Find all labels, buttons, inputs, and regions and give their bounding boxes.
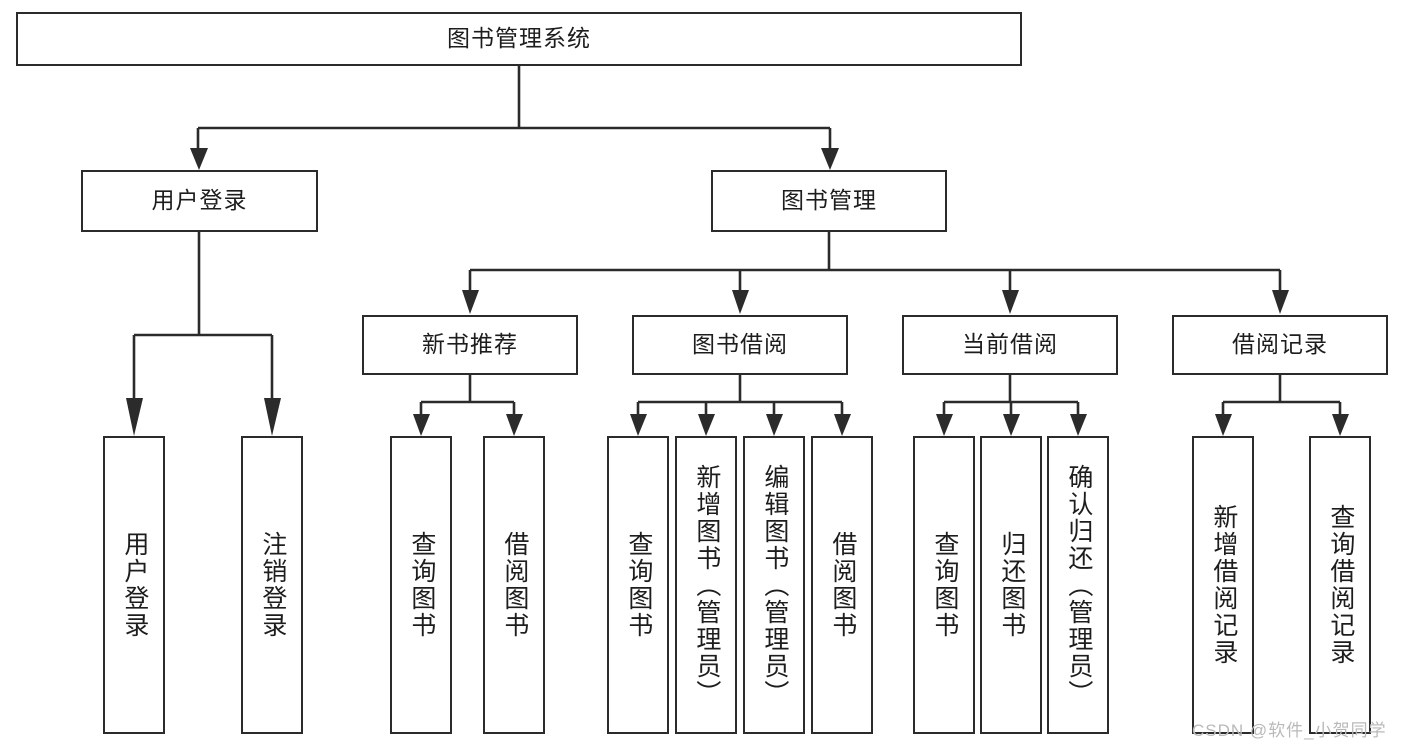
node-leaf-add-borrow-record[interactable]: 新增借阅记录: [1192, 436, 1254, 734]
node-leaf-add-borrow-record-label: 新增借阅记录: [1209, 504, 1238, 666]
node-leaf-logout-login-label: 注销登录: [258, 531, 287, 639]
node-leaf-logout-login[interactable]: 注销登录: [241, 436, 303, 734]
node-leaf-query-book-1-label: 查询图书: [407, 531, 436, 639]
node-user-login[interactable]: 用户登录: [81, 170, 318, 232]
node-leaf-edit-book[interactable]: 编辑图书（管理员）: [743, 436, 805, 734]
node-leaf-borrow-book-2-label: 借阅图书: [828, 531, 857, 639]
node-leaf-add-book-label: 新增图书（管理员）: [692, 463, 721, 707]
node-leaf-query-book-1[interactable]: 查询图书: [390, 436, 452, 734]
node-leaf-return-book-label: 归还图书: [997, 531, 1026, 639]
node-leaf-borrow-book-2[interactable]: 借阅图书: [811, 436, 873, 734]
node-user-login-label: 用户登录: [151, 187, 248, 214]
node-leaf-return-book[interactable]: 归还图书: [980, 436, 1042, 734]
node-root-system-label: 图书管理系统: [447, 25, 591, 52]
node-leaf-query-book-2-label: 查询图书: [624, 531, 653, 639]
watermark-text: CSDN @软件_小贺同学: [1192, 721, 1387, 740]
node-leaf-edit-book-label: 编辑图书（管理员）: [760, 463, 789, 707]
node-root-system[interactable]: 图书管理系统: [16, 12, 1022, 66]
node-leaf-user-login-label: 用户登录: [120, 531, 149, 639]
node-leaf-borrow-book-1-label: 借阅图书: [500, 531, 529, 639]
node-current-borrow-label: 当前借阅: [962, 331, 1058, 358]
node-leaf-query-borrow-record-label: 查询借阅记录: [1326, 504, 1355, 666]
node-borrow-record[interactable]: 借阅记录: [1172, 315, 1388, 375]
node-leaf-confirm-return[interactable]: 确认归还（管理员）: [1047, 436, 1109, 734]
node-book-manage[interactable]: 图书管理: [711, 170, 947, 232]
node-new-book-recommend[interactable]: 新书推荐: [362, 315, 578, 375]
node-leaf-query-borrow-record[interactable]: 查询借阅记录: [1309, 436, 1371, 734]
node-book-manage-label: 图书管理: [781, 187, 877, 214]
node-leaf-query-book-3-label: 查询图书: [930, 531, 959, 639]
node-book-borrow-label: 图书借阅: [692, 331, 788, 358]
node-current-borrow[interactable]: 当前借阅: [902, 315, 1118, 375]
node-leaf-borrow-book-1[interactable]: 借阅图书: [483, 436, 545, 734]
node-borrow-record-label: 借阅记录: [1232, 331, 1328, 358]
node-leaf-user-login[interactable]: 用户登录: [103, 436, 165, 734]
node-leaf-add-book[interactable]: 新增图书（管理员）: [675, 436, 737, 734]
node-leaf-query-book-2[interactable]: 查询图书: [607, 436, 669, 734]
node-book-borrow[interactable]: 图书借阅: [632, 315, 848, 375]
node-leaf-query-book-3[interactable]: 查询图书: [913, 436, 975, 734]
node-new-book-recommend-label: 新书推荐: [422, 331, 518, 358]
node-leaf-confirm-return-label: 确认归还（管理员）: [1064, 463, 1093, 707]
